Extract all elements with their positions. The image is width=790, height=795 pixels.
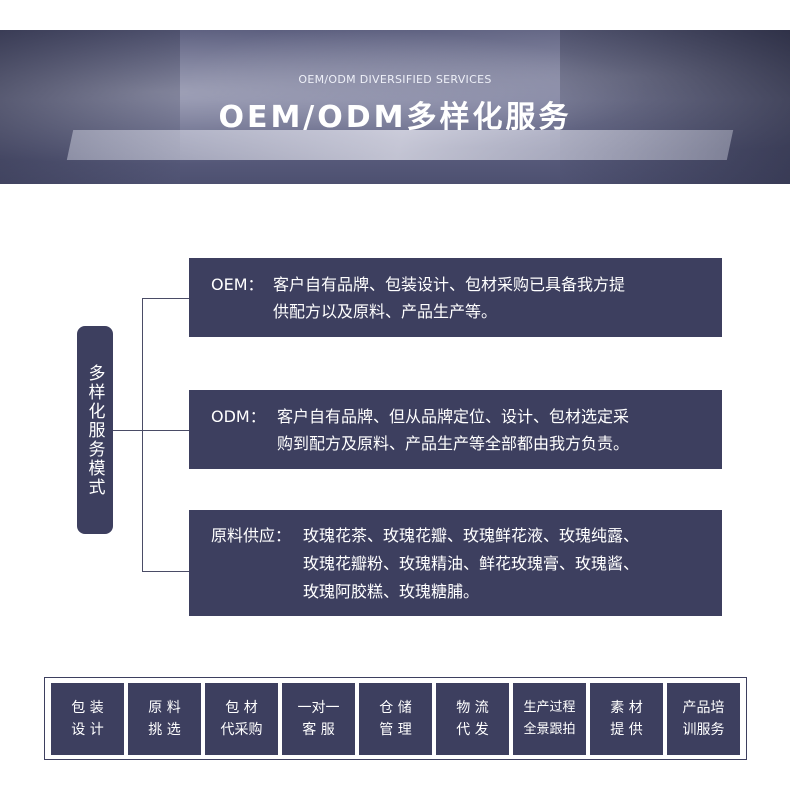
service-line-1: 产品培 <box>682 700 725 716</box>
service-line-1: 物 流 <box>456 700 489 716</box>
oem-box: OEM： 客户自有品牌、包装设计、包材采购已具备我方提 供配方以及原料、产品生产… <box>189 258 722 337</box>
raw-material-box: 原料供应： 玫瑰花茶、玫瑰花瓣、玫瑰鲜花液、玫瑰纯露、 玫瑰花瓣粉、玫瑰精油、鲜… <box>189 510 722 616</box>
banner-title: OEM/ODM多样化服务 <box>218 100 572 135</box>
service-production-filming: 生产过程 全景跟拍 <box>513 683 586 755</box>
odm-box: ODM： 客户自有品牌、但从品牌定位、设计、包材选定采 购到配方及原料、产品生产… <box>189 390 722 469</box>
connector-odm <box>142 430 189 431</box>
raw-material-label: 原料供应： <box>211 526 292 545</box>
service-line-1: 素 材 <box>610 700 643 716</box>
service-line-1: 包 材 <box>225 700 258 716</box>
service-warehousing: 仓 储 管 理 <box>359 683 432 755</box>
service-mode-label: 多样化服务模式 <box>77 326 113 534</box>
odm-label: ODM： <box>211 407 266 426</box>
oem-label: OEM： <box>211 275 264 294</box>
service-line-1: 生产过程 <box>523 700 576 715</box>
banner-subtitle: OEM/ODM DIVERSIFIED SERVICES <box>298 73 492 86</box>
service-product-training: 产品培 训服务 <box>667 683 740 755</box>
service-line-1: 包 装 <box>71 700 104 716</box>
service-line-2: 设 计 <box>71 722 104 738</box>
service-packaging-design: 包 装 设 计 <box>51 683 124 755</box>
service-line-2: 训服务 <box>682 722 725 738</box>
service-line-2: 代采购 <box>220 722 263 738</box>
service-line-2: 客 服 <box>302 722 335 738</box>
service-line-1: 一对一 <box>297 700 340 716</box>
service-line-1: 原 料 <box>148 700 181 716</box>
services-frame <box>44 677 747 760</box>
raw-material-text-line-1: 玫瑰花茶、玫瑰花瓣、玫瑰鲜花液、玫瑰纯露、 <box>303 526 640 545</box>
oem-text-line-1: 客户自有品牌、包装设计、包材采购已具备我方提 <box>273 275 626 294</box>
connector-material <box>142 571 189 572</box>
service-line-2: 全景跟拍 <box>523 722 576 737</box>
service-logistics: 物 流 代 发 <box>436 683 509 755</box>
service-one-on-one: 一对一 客 服 <box>282 683 355 755</box>
raw-material-text-line-3: 玫瑰阿胶糕、玫瑰糖脯。 <box>303 582 480 601</box>
odm-text-line-1: 客户自有品牌、但从品牌定位、设计、包材选定采 <box>277 407 630 426</box>
service-materials-provided: 素 材 提 供 <box>590 683 663 755</box>
oem-text-line-2: 供配方以及原料、产品生产等。 <box>273 302 498 321</box>
service-line-1: 仓 储 <box>379 700 412 716</box>
connector-root <box>113 430 142 431</box>
service-mode-label-text: 多样化服务模式 <box>84 363 105 497</box>
service-line-2: 管 理 <box>379 722 412 738</box>
odm-text-line-2: 购到配方及原料、产品生产等全部都由我方负责。 <box>277 434 630 453</box>
service-line-2: 提 供 <box>610 722 643 738</box>
raw-material-text-line-2: 玫瑰花瓣粉、玫瑰精油、鲜花玫瑰膏、玫瑰酱、 <box>303 554 640 573</box>
service-line-2: 挑 选 <box>148 722 181 738</box>
service-material-selection: 原 料 挑 选 <box>128 683 201 755</box>
service-line-2: 代 发 <box>456 722 489 738</box>
hero-banner: OEM/ODM DIVERSIFIED SERVICES OEM/ODM多样化服… <box>0 30 790 184</box>
connector-oem <box>142 298 189 299</box>
service-packaging-procurement: 包 材 代采购 <box>205 683 278 755</box>
connector-vertical <box>142 298 143 571</box>
